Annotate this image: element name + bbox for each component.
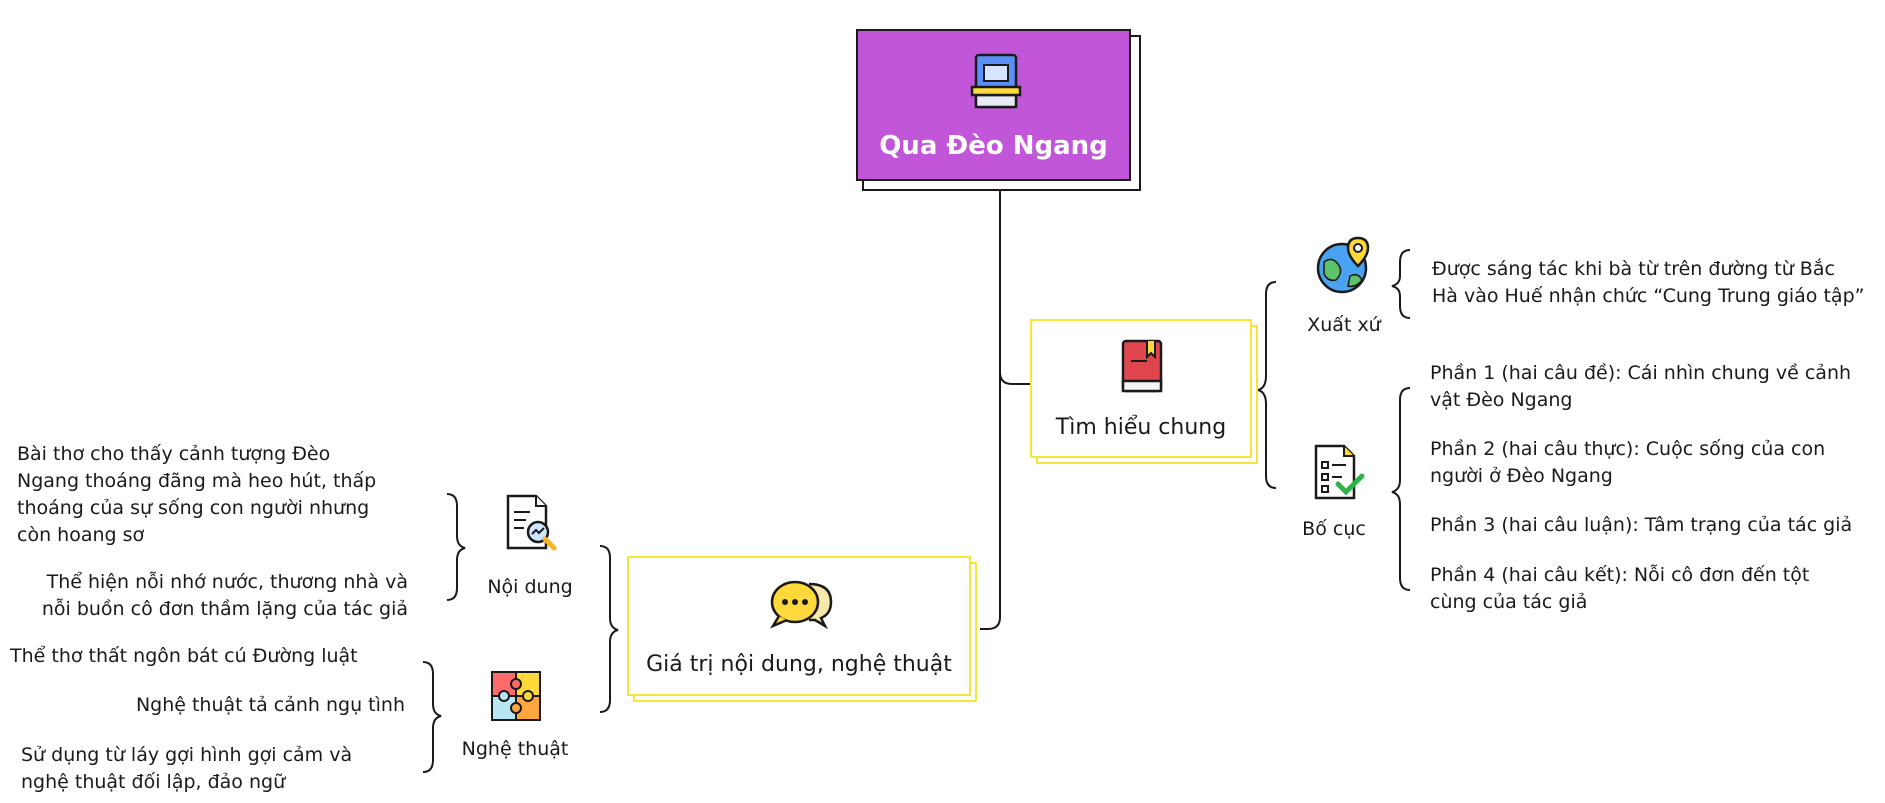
- values-label: Giá trị nội dung, nghệ thuật: [646, 652, 952, 677]
- bracket-values: [599, 545, 619, 713]
- connector-root-values: [980, 372, 1001, 630]
- brace-content: [446, 493, 466, 601]
- origin-label[interactable]: Xuất xứ: [1307, 314, 1381, 336]
- origin-leaf-1: Được sáng tác khi bà từ trên đường từ Bắ…: [1432, 258, 1865, 307]
- bracket-general: [1257, 281, 1277, 489]
- brace-layout: [1391, 387, 1411, 591]
- layout-leaf-2: Phần 2 (hai câu thực): Cuộc sống của con…: [1430, 438, 1826, 487]
- content-leaf-2: Thể hiện nỗi nhớ nước, thương nhà và nỗi…: [41, 571, 408, 620]
- content-label[interactable]: Nội dung: [487, 576, 573, 598]
- document-analysis-icon: [506, 494, 557, 551]
- red-book-icon: [1121, 339, 1163, 393]
- values-node[interactable]: Giá trị nội dung, nghệ thuật: [627, 556, 971, 696]
- brace-art: [422, 661, 442, 773]
- puzzle-icon: [491, 671, 541, 721]
- root-node[interactable]: Qua Đèo Ngang: [856, 29, 1131, 181]
- content-leaf-1: Bài thơ cho thấy cảnh tượng Đèo Ngang th…: [17, 443, 377, 546]
- general-node[interactable]: Tìm hiểu chung: [1030, 319, 1252, 458]
- brace-origin: [1391, 249, 1411, 319]
- layout-leaf-1: Phần 1 (hai câu đề): Cái nhìn chung về c…: [1430, 362, 1852, 411]
- art-leaf-3: Sử dụng từ láy gợi hình gợi cảm và nghệ …: [21, 744, 353, 793]
- connector-root-general: [999, 187, 1030, 385]
- root-title: Qua Đèo Ngang: [879, 131, 1108, 161]
- layout-label[interactable]: Bố cục: [1302, 518, 1366, 540]
- globe-location-icon: [1316, 236, 1370, 294]
- layout-leaf-4: Phần 4 (hai câu kết): Nỗi cô đơn đến tột…: [1430, 564, 1810, 613]
- art-leaf-1: Thể thơ thất ngôn bát cú Đường luật: [10, 645, 358, 667]
- art-label[interactable]: Nghệ thuật: [461, 738, 569, 760]
- chat-bubbles-icon: [769, 580, 833, 630]
- layout-leaf-3: Phần 3 (hai câu luận): Tâm trạng của tác…: [1430, 514, 1853, 536]
- checklist-icon: [1314, 444, 1365, 500]
- art-leaf-2: Nghệ thuật tả cảnh ngụ tình: [135, 694, 405, 716]
- general-label: Tìm hiểu chung: [1055, 415, 1227, 440]
- book-icon: [970, 53, 1022, 109]
